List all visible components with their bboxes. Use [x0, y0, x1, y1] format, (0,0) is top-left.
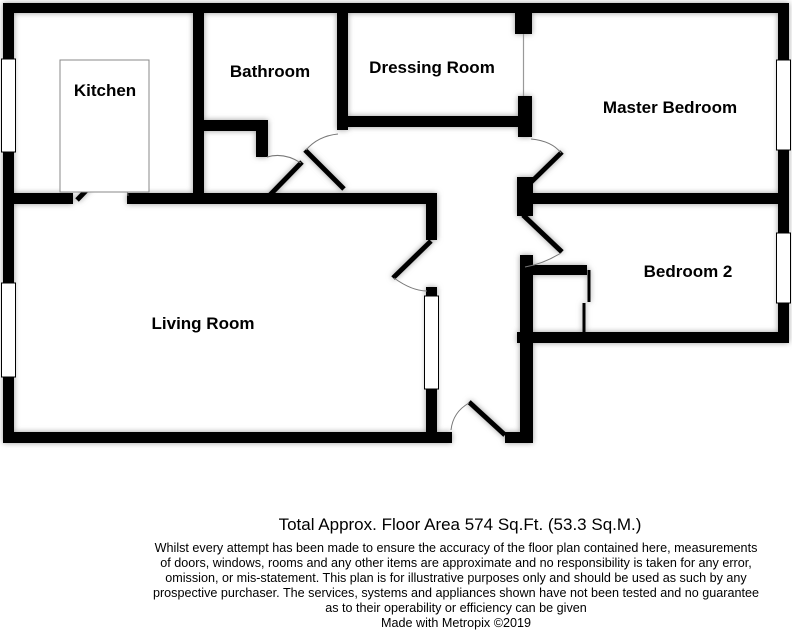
hall-door-leaf	[303, 148, 346, 191]
wall-dressing-right-stub	[515, 13, 532, 34]
bedroom2-window	[776, 232, 791, 304]
wall-bottom-right-block	[505, 432, 533, 443]
living-room-door-leaf	[391, 239, 433, 280]
living-room-window	[1, 282, 16, 378]
wall-living-right-upper	[426, 198, 437, 240]
living-room-door-arc	[393, 277, 428, 292]
windows-group	[1, 58, 791, 390]
wall-bedroom2-cupboard	[523, 265, 587, 275]
kitchen-unit-outline	[59, 59, 150, 193]
floor-plan: Kitchen Bathroom Dressing Room Master Be…	[1, 3, 791, 443]
wall-outer-left	[3, 3, 14, 443]
entrance-door-arc	[450, 402, 470, 431]
hall-door-arc	[305, 133, 339, 151]
bedroom2-door-arc	[524, 252, 562, 268]
wall-outer-bottom	[3, 432, 452, 443]
wall-dressing-bottom	[337, 116, 518, 127]
master-bedroom-door-arc	[530, 138, 562, 154]
room-labels: Kitchen Bathroom Dressing Room Master Be…	[74, 58, 737, 333]
bathroom-door-arc	[266, 155, 302, 164]
room-label-bedroom2: Bedroom 2	[644, 262, 733, 281]
wall-kitchen-bottom-left	[3, 193, 73, 204]
wall-master-bedroom2-divider	[517, 193, 789, 204]
wall-bathroom-inner-stub	[256, 131, 268, 157]
master-bedroom-window	[776, 59, 791, 151]
bathroom-door-leaf	[264, 160, 304, 201]
door-arcs	[112, 133, 562, 431]
wall-bathroom-inner-horizontal	[204, 120, 268, 131]
disclaimer-line-4: prospective purchaser. The services, sys…	[152, 586, 760, 600]
wall-outer-top	[3, 3, 789, 13]
disclaimer-line-3: omission, or mis-statement. This plan is…	[165, 571, 747, 585]
room-label-dressing-room: Dressing Room	[369, 58, 495, 77]
wall-outer-right	[778, 3, 789, 343]
master-bedroom-door-leaf	[520, 150, 564, 193]
disclaimer-line-5: as to their operability or efficiency ca…	[325, 601, 587, 615]
wall-dressing-right-segment	[518, 96, 532, 137]
room-label-living-room: Living Room	[152, 314, 255, 333]
disclaimer-line-1: Whilst every attempt has been made to en…	[154, 541, 758, 555]
hall-window	[424, 295, 439, 390]
kitchen-window	[1, 58, 16, 153]
metropix-credit: Made with Metropix ©2019	[381, 616, 531, 630]
wall-bathroom-dressing-divider	[337, 13, 348, 130]
entrance-door-leaf	[467, 400, 507, 437]
door-leaves	[75, 148, 564, 437]
wall-bedroom2-left	[520, 255, 533, 443]
room-label-bathroom: Bathroom	[230, 62, 310, 81]
wall-kitchen-bathroom-divider	[193, 13, 204, 204]
total-floor-area-text: Total Approx. Floor Area 574 Sq.Ft. (53.…	[278, 515, 642, 534]
wall-bedroom2-bottom	[517, 332, 789, 343]
disclaimer-line-2: of doors, windows, rooms and any other i…	[160, 556, 752, 570]
room-label-master-bedroom: Master Bedroom	[603, 98, 737, 117]
wall-living-top	[127, 193, 437, 204]
bedroom2-door-leaf	[521, 213, 564, 254]
room-label-kitchen: Kitchen	[74, 81, 136, 100]
